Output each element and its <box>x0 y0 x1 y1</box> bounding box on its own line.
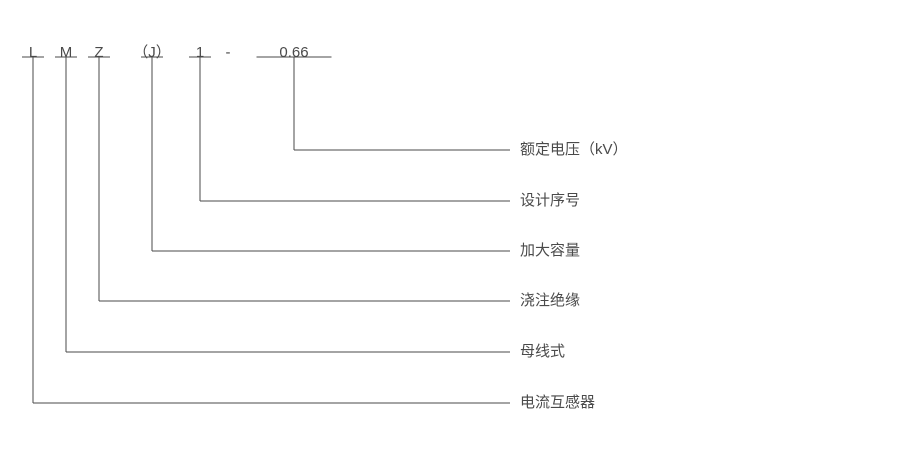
code-segment-1: 1 <box>195 44 205 61</box>
code-segment-dash: - <box>225 44 231 61</box>
leader-label-busbar-type: 母线式 <box>520 343 566 360</box>
code-segment-M: M <box>59 44 73 61</box>
leader-label-increased-capacity: 加大容量 <box>520 242 581 259</box>
code-segment-J: （J） <box>133 44 171 61</box>
code-segment-Z: Z <box>94 44 104 61</box>
leader-label-current-transformer: 电流互感器 <box>520 394 596 411</box>
leader-label-design-serial: 设计序号 <box>520 192 581 209</box>
leader-label-rated-voltage: 额定电压（kV） <box>520 141 628 158</box>
leader-label-cast-insulation: 浇注绝缘 <box>520 292 581 309</box>
code-segment-voltage: 0.66 <box>279 44 309 61</box>
code-segment-L: L <box>28 44 38 61</box>
